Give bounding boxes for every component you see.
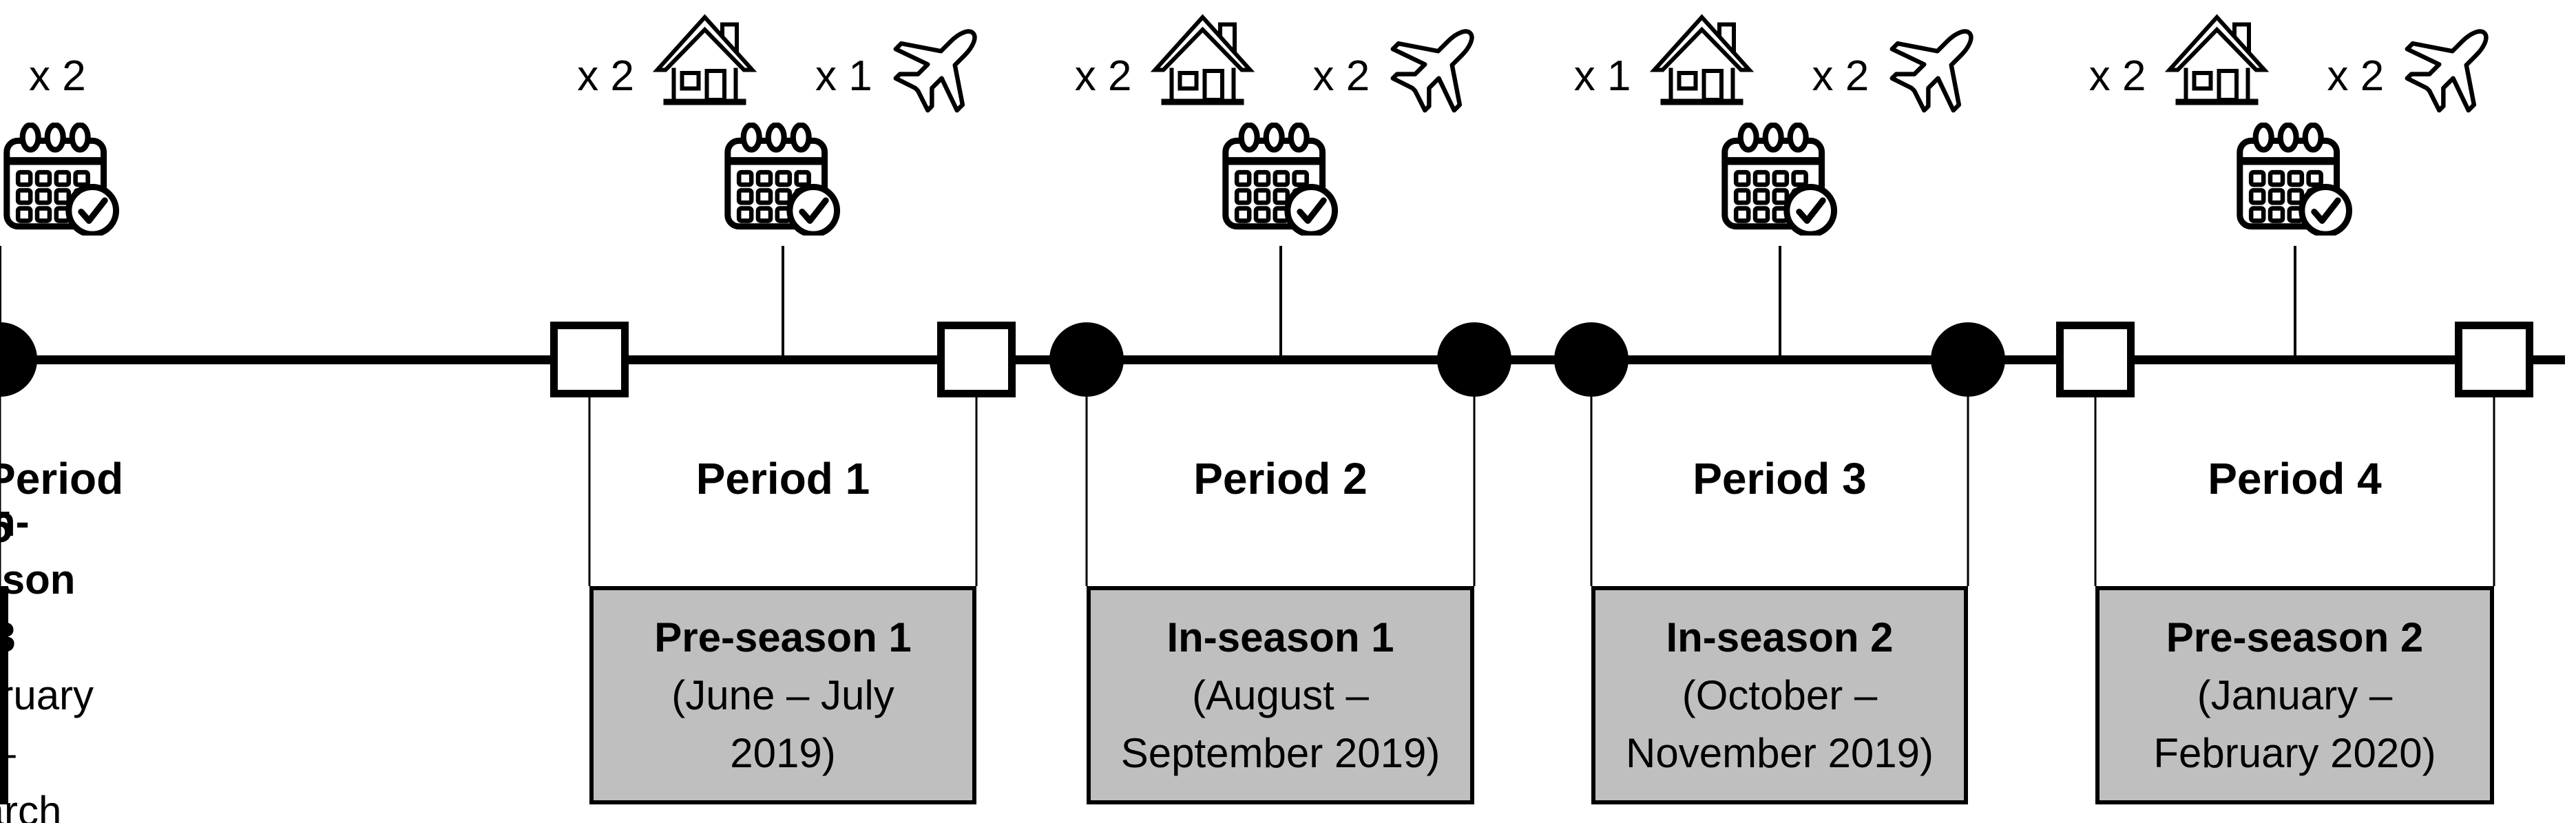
house-count-label: x 1 xyxy=(1573,52,1631,100)
house-icon xyxy=(1150,14,1255,105)
house-count-label: x 2 xyxy=(2088,52,2146,100)
period-column: x 2 x 1 xyxy=(550,0,1016,823)
plane-icon xyxy=(2405,29,2489,113)
season-dates: (January – February 2020) xyxy=(2153,667,2436,782)
calendar-connector-line xyxy=(1279,246,1282,355)
season-dates: (August – September 2019) xyxy=(1121,667,1441,782)
plane-icon xyxy=(1889,29,1973,113)
period-icons: x 2 x 1 xyxy=(562,7,1004,116)
season-name: In-season 2 xyxy=(1666,614,1894,660)
season-date-line: (February – xyxy=(0,671,94,776)
season-box: In-season 1 (August – September 2019) xyxy=(1087,586,1474,804)
period-end-marker xyxy=(0,322,37,397)
season-date-line: (August – xyxy=(1192,671,1369,718)
timeline-axis xyxy=(17,355,2565,364)
flight-count-label: x 2 xyxy=(29,52,86,100)
house-count-label: x 2 xyxy=(577,52,634,100)
calendar-connector-line xyxy=(1778,246,1781,355)
season-dates: (February – March 2020) xyxy=(0,667,94,823)
calendar-check-icon xyxy=(1222,122,1338,238)
calendar-check-icon xyxy=(3,122,120,238)
season-dates: (October – November 2019) xyxy=(1626,667,1934,782)
calendar-check-icon xyxy=(1721,122,1837,238)
start-connector-line xyxy=(588,396,591,586)
calendar-connector-line xyxy=(0,246,1,355)
season-name: In-season 3 xyxy=(0,498,76,660)
calendar-check-icon xyxy=(2236,122,2352,238)
period-start-marker xyxy=(550,322,629,397)
season-box: Pre-season 1 (June – July 2019) xyxy=(589,586,976,804)
calendar-wrap xyxy=(2095,122,2494,239)
flight-count-label: x 2 xyxy=(1812,52,1870,100)
season-date-line: March 2020) xyxy=(0,787,62,823)
end-connector-line xyxy=(975,396,978,586)
period-start-marker xyxy=(2056,322,2135,397)
period-column: x 2 x 2 xyxy=(1049,0,1511,823)
season-date-line: February 2020) xyxy=(2153,729,2436,776)
period-icons: x 1 x 2 xyxy=(1564,7,1996,116)
calendar-wrap xyxy=(1087,122,1474,239)
season-date-line: September 2019) xyxy=(1120,729,1441,776)
season-date-line: (January – xyxy=(2197,671,2393,718)
season-date-line: (June – July xyxy=(671,671,894,718)
flight-count-label: x 2 xyxy=(1312,52,1370,100)
period-start-marker xyxy=(1049,322,1124,397)
season-name: In-season 1 xyxy=(1166,614,1394,660)
season-name: Pre-season 1 xyxy=(654,614,912,660)
season-date-line: (October – xyxy=(1682,671,1878,718)
period-end-marker xyxy=(1437,322,1511,397)
period-column: x 1 x 2 xyxy=(1554,0,2005,823)
period-label: Period 2 xyxy=(1193,454,1368,503)
start-connector-line xyxy=(2094,396,2097,586)
season-name: Pre-season 2 xyxy=(2166,614,2424,660)
period-icons: x 2 x 2 xyxy=(0,7,86,116)
calendar-connector-line xyxy=(2293,246,2296,355)
start-connector-line xyxy=(1590,396,1593,586)
period-column: x 2 x 2 xyxy=(2056,0,2533,823)
period-icons: x 2 x 2 xyxy=(1059,7,1502,116)
season-dates: (June – July 2019) xyxy=(671,667,894,782)
calendar-wrap xyxy=(589,122,976,239)
flight-count-label: x 2 xyxy=(2327,52,2385,100)
house-icon xyxy=(652,14,757,105)
period-end-marker xyxy=(1931,322,2005,397)
house-icon xyxy=(2164,14,2269,105)
calendar-wrap xyxy=(1591,122,1968,239)
calendar-check-icon xyxy=(724,122,841,238)
end-connector-line xyxy=(1967,396,1969,586)
period-end-marker xyxy=(2455,322,2533,397)
period-icons: x 2 x 2 xyxy=(2068,7,2522,116)
period-label: Period 3 xyxy=(1693,454,1867,503)
season-box: In-season 3 (February – March 2020) xyxy=(0,499,94,823)
house-icon xyxy=(1649,14,1754,105)
period-label: Period 1 xyxy=(695,454,870,503)
period-label: Period 4 xyxy=(2208,454,2382,503)
season-date-line: 2019) xyxy=(730,729,836,776)
end-connector-line xyxy=(1473,396,1476,586)
season-date-line: November 2019) xyxy=(1626,729,1934,776)
calendar-connector-line xyxy=(782,246,784,355)
plane-icon xyxy=(1390,29,1474,113)
end-connector-line xyxy=(0,396,1,586)
plane-icon xyxy=(893,29,977,113)
season-box: In-season 2 (October – November 2019) xyxy=(1591,586,1968,804)
season-box: Pre-season 2 (January – February 2020) xyxy=(2095,586,2494,804)
flight-count-label: x 1 xyxy=(815,52,872,100)
period-end-marker xyxy=(937,322,1016,397)
house-count-label: x 2 xyxy=(1074,52,1132,100)
end-connector-line xyxy=(2493,396,2495,586)
start-connector-line xyxy=(1085,396,1088,586)
period-start-marker xyxy=(1554,322,1629,397)
